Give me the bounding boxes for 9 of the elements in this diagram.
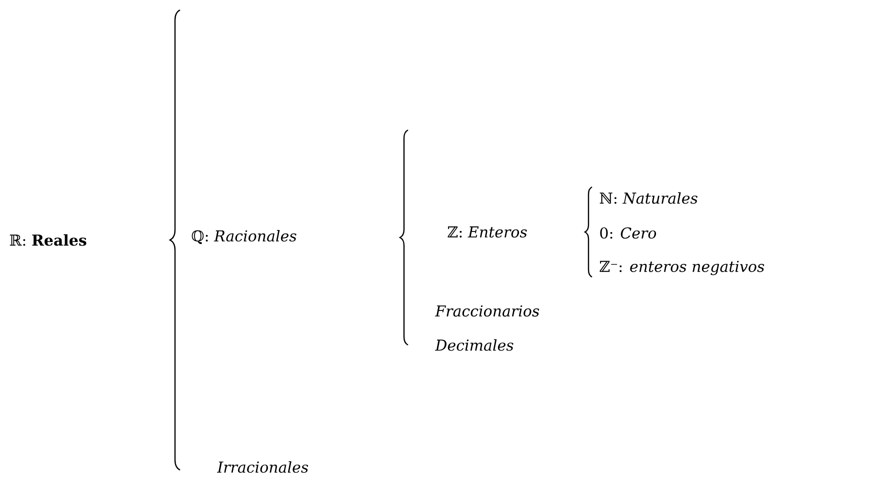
label-text: Fraccionarios — [434, 305, 540, 317]
label-text: ℕ: Naturales — [600, 192, 698, 204]
label-text: Decimales — [434, 339, 514, 351]
label-text: ℤ: Enteros — [448, 226, 527, 238]
label-text: ℤ⁻: enteros negativos — [600, 260, 764, 276]
label-text: ℝ: Reales — [10, 234, 86, 246]
label-text: 0: Cero — [600, 227, 656, 239]
label-text: ℚ: Racionales — [192, 230, 296, 244]
label-text: Irracionales — [216, 461, 308, 473]
